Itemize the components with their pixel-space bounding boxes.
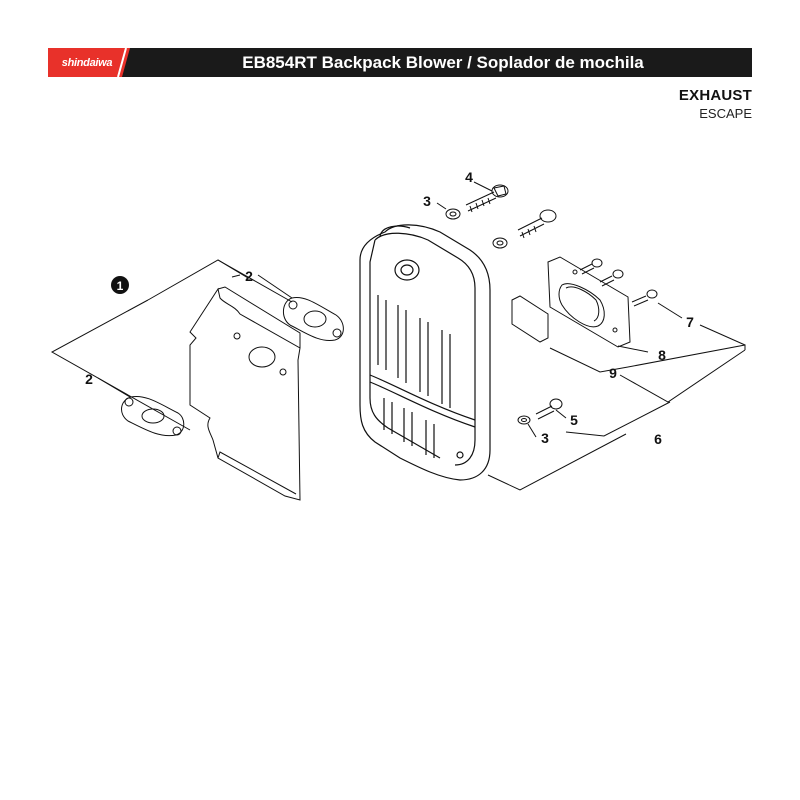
screw-upper <box>465 184 509 213</box>
cover-screws <box>579 258 658 307</box>
callout-2-lower: 2 <box>85 371 93 387</box>
washer-mid <box>492 237 508 249</box>
muffler-cover <box>547 256 631 348</box>
brand-logo <box>48 48 130 77</box>
callout-3-lower: 3 <box>541 430 549 446</box>
muffler-body <box>359 224 491 481</box>
callout-4: 4 <box>465 169 473 185</box>
callout-9: 9 <box>609 365 617 381</box>
screw-small <box>535 398 563 420</box>
page-title: EB854RT Backpack Blower / Soplador de mo… <box>242 53 644 72</box>
gasket-upper <box>283 296 344 342</box>
callout-1: 1 <box>111 276 129 294</box>
callout-7: 7 <box>686 314 694 330</box>
washer-upper <box>445 208 461 220</box>
callout-6: 6 <box>654 431 662 447</box>
callout-8: 8 <box>658 347 666 363</box>
gasket-left <box>121 395 185 437</box>
screw-lower <box>517 209 557 239</box>
leader-lines <box>50 181 746 491</box>
washer-lower <box>517 415 531 425</box>
section-subtitle: ESCAPE <box>699 106 752 121</box>
callout-2-upper: 2 <box>245 268 253 284</box>
callout-3-upper: 3 <box>423 193 431 209</box>
heat-shield-plate <box>189 286 301 501</box>
header-bar <box>48 48 752 77</box>
spark-arrester-screen <box>511 295 549 343</box>
section-title: EXHAUST <box>678 87 752 104</box>
brand-name: shindaiwa <box>61 57 113 69</box>
svg-text:1: 1 <box>117 279 124 293</box>
callout-5: 5 <box>570 412 578 428</box>
